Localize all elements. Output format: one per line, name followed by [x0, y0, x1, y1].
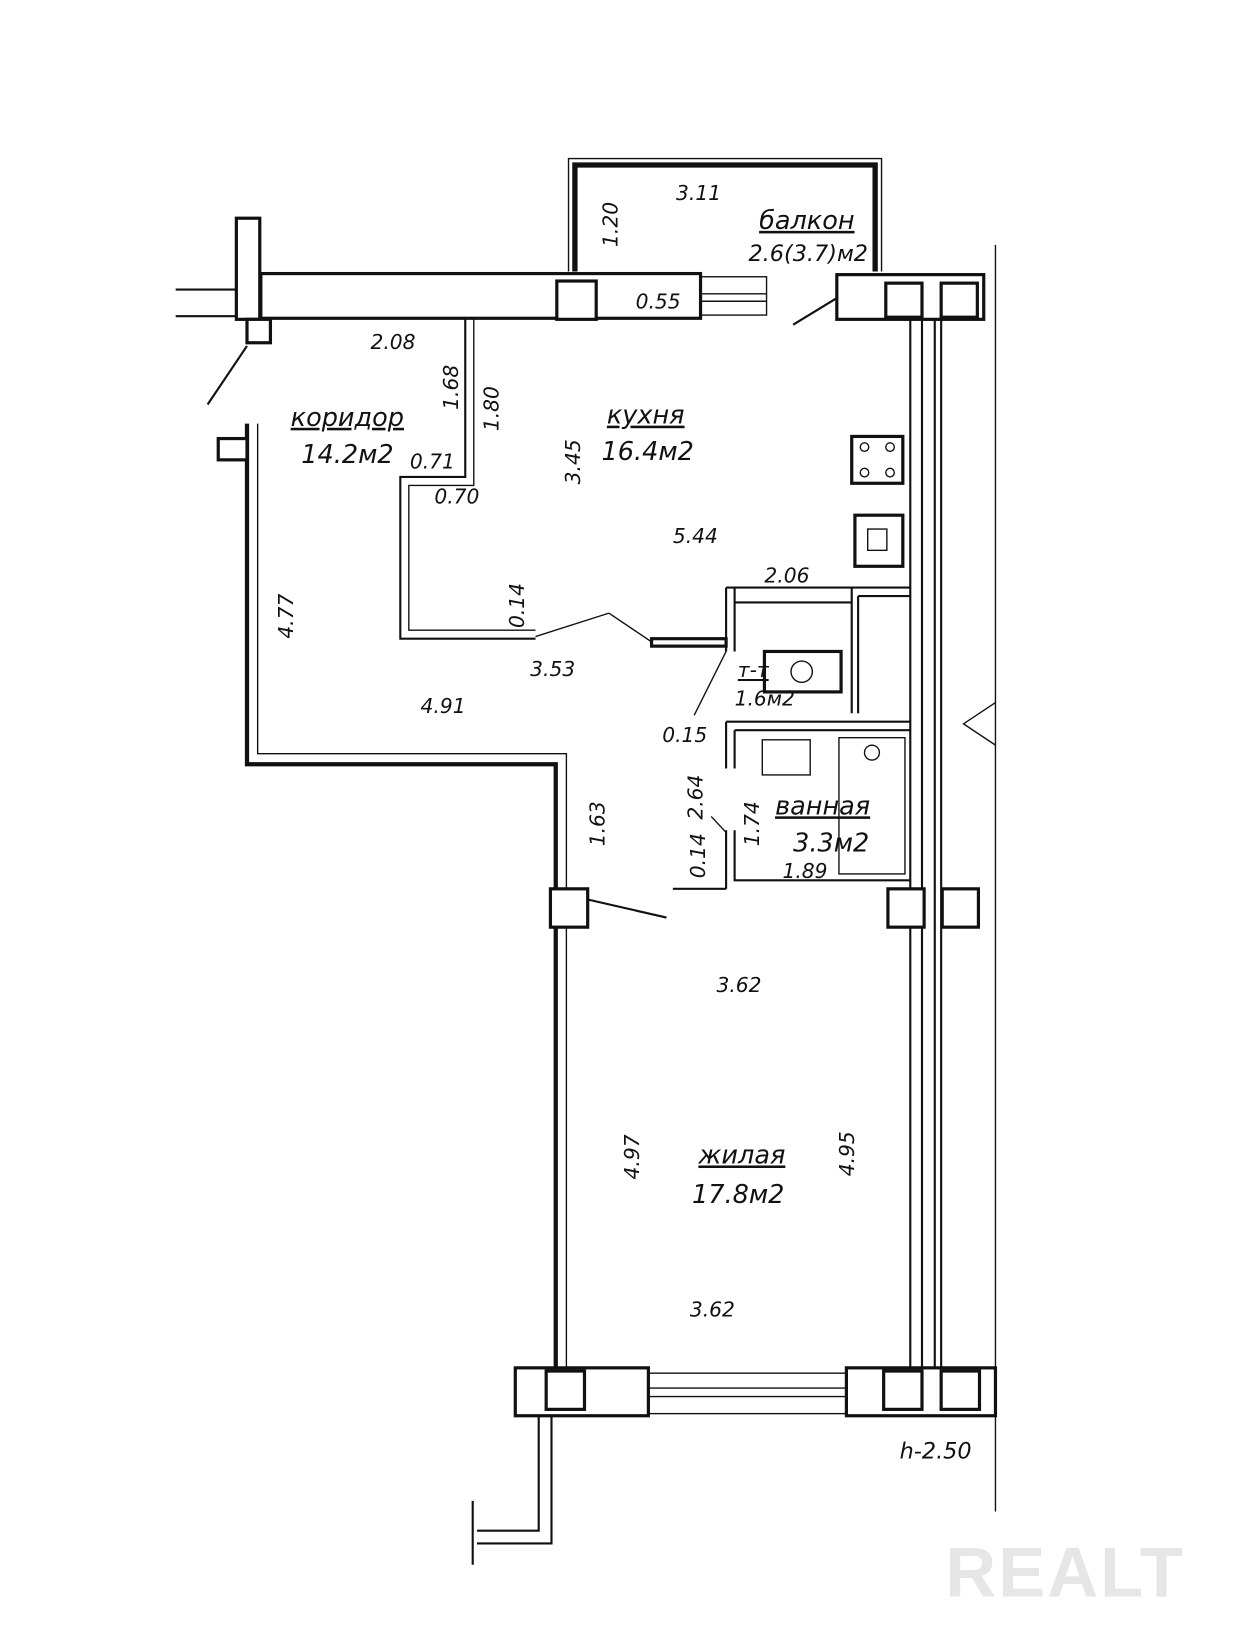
dim: 0.55 [636, 290, 681, 314]
dim: 1.20 [598, 202, 622, 247]
dim: 5.44 [673, 524, 718, 548]
room-area-bathroom: 3.3м2 [793, 829, 869, 859]
right-walls [909, 244, 997, 1512]
dim: 0.70 [434, 484, 479, 508]
corridor-walls [216, 319, 728, 1368]
dim: 0.15 [662, 723, 707, 747]
dim: 4.95 [835, 1131, 859, 1176]
dim: 1.89 [783, 859, 828, 883]
ceiling-height: h-2.50 [900, 1438, 972, 1464]
dim: 3.53 [530, 657, 575, 681]
dim: 3.11 [676, 181, 721, 205]
balcony [567, 157, 883, 272]
room-name-living: жилая [697, 1140, 785, 1170]
dim: 0.14 [686, 833, 710, 878]
dim: 1.68 [439, 365, 463, 410]
room-area-kitchen: 16.4м2 [602, 437, 694, 467]
dim: 3.62 [690, 1298, 735, 1322]
dim: 1.80 [479, 386, 503, 431]
bathroom-block [672, 586, 911, 890]
dim: 1.63 [586, 801, 610, 846]
dim: 4.97 [620, 1134, 644, 1179]
dim: 3.45 [561, 439, 585, 484]
dim: 2.06 [764, 563, 809, 587]
top-wall [175, 216, 986, 406]
dim: 4.91 [421, 694, 466, 718]
dim: 0.71 [410, 449, 455, 473]
sink-icon [853, 513, 905, 568]
living-walls [471, 887, 998, 1565]
watermark-logo: REALT [945, 1533, 1185, 1612]
dim: 3.62 [717, 973, 762, 997]
stove-icon [850, 434, 905, 485]
room-area-corridor: 14.2м2 [301, 440, 393, 470]
dim: 4.77 [274, 594, 298, 639]
dim: 1.74 [740, 801, 764, 846]
room-name-corridor: коридор [291, 403, 404, 433]
room-area-balcony: 2.6(3.7)м2 [748, 241, 868, 267]
dim: 0.14 [505, 583, 529, 628]
room-area-living: 17.8м2 [692, 1180, 784, 1210]
room-name-balcony: балкон [759, 206, 854, 236]
room-area-toilet: 1.6м2 [735, 687, 795, 711]
room-name-kitchen: кухня [607, 401, 685, 431]
room-name-bathroom: ванная [775, 791, 870, 821]
dim: 2.64 [684, 775, 708, 820]
dim: 2.08 [371, 330, 416, 354]
room-name-toilet: т-т [738, 658, 770, 682]
